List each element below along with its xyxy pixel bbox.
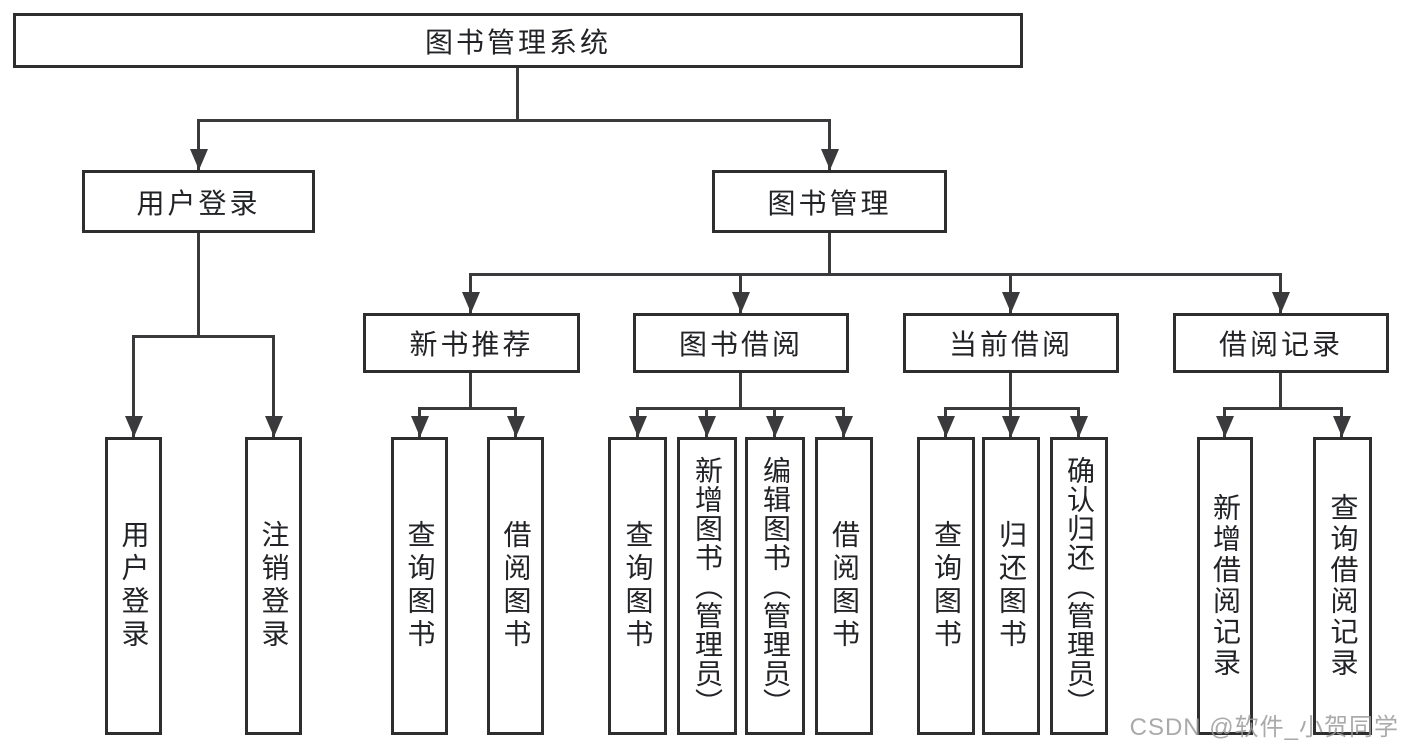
leaf-record-add-borrow-record: 新增借阅记录 [1197, 437, 1253, 735]
node-borrow-record: 借阅记录 [1173, 313, 1389, 373]
arrow-to-borrow-record [1279, 273, 1282, 313]
leaf-borrow-borrow-book: 借阅图书 [815, 437, 873, 735]
node-current-borrow: 当前借阅 [903, 313, 1119, 373]
connector-user-login-feed [197, 233, 200, 335]
connector-current-borrow-spine [944, 407, 1080, 410]
connector-borrow-record-feed [1279, 373, 1282, 407]
arrow-to-record-add [1223, 407, 1226, 437]
node-library-system: 图书管理系统 [13, 13, 1023, 68]
connector-new-book-spine [418, 407, 517, 410]
arrow-to-user-login [197, 119, 200, 170]
arrow-to-leaf-user-login [132, 335, 135, 437]
arrow-to-current-confirm [1077, 407, 1080, 437]
leaf-borrow-add-book-admin: 新增图书（管理员） [677, 437, 737, 735]
leaf-current-return-book: 归还图书 [982, 437, 1040, 735]
node-book-management: 图书管理 [712, 170, 947, 233]
connector-level3-spine [469, 273, 1282, 276]
arrow-to-borrow-borrow [842, 407, 845, 437]
arrow-to-current-query [944, 407, 947, 437]
arrow-to-newbook-query [418, 407, 421, 437]
leaf-current-query-book: 查询图书 [917, 437, 975, 735]
arrow-to-current-return [1009, 407, 1012, 437]
connector-level2-spine [197, 119, 831, 122]
arrow-to-newbook-borrow [514, 407, 517, 437]
arrow-to-record-query [1340, 407, 1343, 437]
leaf-borrow-edit-book-admin: 编辑图书（管理员） [745, 437, 805, 735]
connector-current-borrow-feed [1009, 373, 1012, 407]
arrow-to-borrow-add [705, 407, 708, 437]
arrow-to-book-management [828, 119, 831, 170]
leaf-current-confirm-return-admin: 确认归还（管理员） [1050, 437, 1108, 735]
connector-book-management-feed [828, 233, 831, 273]
arrow-to-borrow-query [636, 407, 639, 437]
arrow-to-book-borrow [739, 273, 742, 313]
connector-user-login-spine [132, 335, 275, 338]
leaf-newbook-query-book: 查询图书 [391, 437, 448, 735]
leaf-user-login: 用户登录 [105, 437, 162, 735]
connector-borrow-record-spine [1223, 407, 1343, 410]
csdn-watermark: CSDN @软件_小贺同学 [1129, 714, 1399, 741]
arrow-to-leaf-logout [272, 335, 275, 437]
leaf-borrow-query-book: 查询图书 [608, 437, 667, 735]
arrow-to-borrow-edit [773, 407, 776, 437]
leaf-record-query-borrow-record: 查询借阅记录 [1313, 437, 1372, 735]
connector-book-borrow-spine [636, 407, 845, 410]
connector-book-borrow-feed [739, 373, 742, 407]
leaf-logout-login: 注销登录 [245, 437, 302, 735]
arrow-to-current-borrow [1009, 273, 1012, 313]
node-book-borrow: 图书借阅 [633, 313, 849, 373]
node-user-login: 用户登录 [82, 170, 315, 233]
connector-root-feed [516, 68, 519, 119]
arrow-to-new-book-recommend [469, 273, 472, 313]
leaf-newbook-borrow-book: 借阅图书 [487, 437, 544, 735]
connector-new-book-feed [469, 373, 472, 407]
node-new-book-recommend: 新书推荐 [363, 313, 580, 373]
